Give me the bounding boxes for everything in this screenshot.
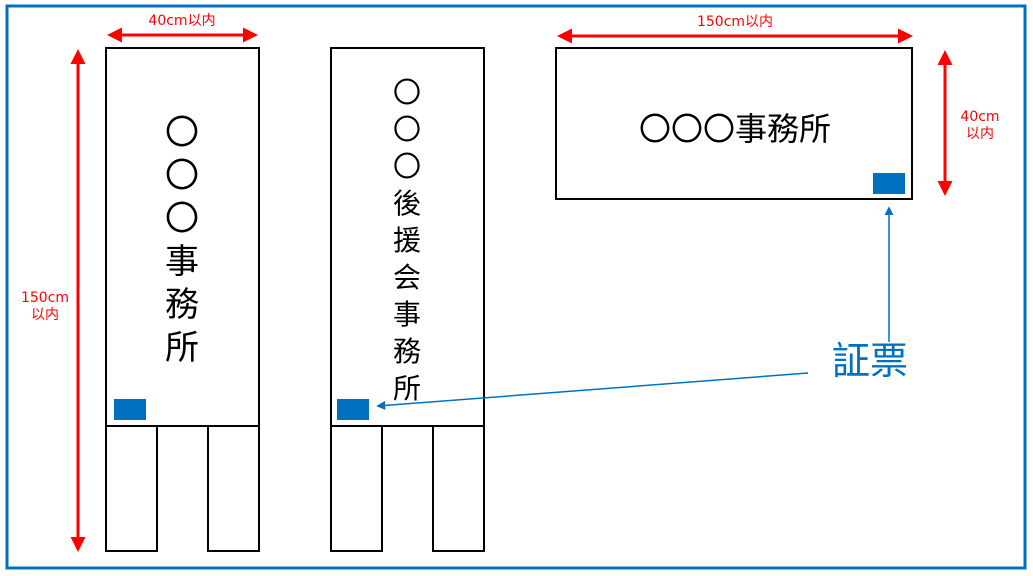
sign-character: 後 — [393, 187, 421, 220]
width-label: 40cm以内 — [148, 13, 215, 29]
outer-frame — [5, 4, 1027, 570]
sign-character: 事 — [393, 298, 421, 331]
sign-character: 会 — [393, 261, 421, 294]
sign-character: 〇 — [165, 199, 199, 239]
vertical-sign-office — [105, 47, 260, 552]
sign-character: 所 — [165, 328, 199, 368]
sign-character: 所 — [393, 372, 421, 405]
sign-character: 事 — [165, 242, 199, 282]
horizontal-sign — [555, 47, 913, 200]
certificate-badge — [873, 173, 905, 194]
vertical-sign-office-text: 〇〇〇事務所 — [165, 113, 199, 368]
height-label: 40cm — [960, 109, 999, 125]
certificate-badge — [114, 399, 146, 420]
sign-character: 〇 — [165, 156, 199, 196]
sign-character: 〇 — [393, 113, 421, 146]
callout-arrow — [376, 372, 809, 410]
sign-character: 務 — [165, 285, 199, 325]
vertical-sign-support — [330, 47, 485, 552]
sign-character: 〇 — [393, 76, 421, 109]
sign-character: 〇 — [393, 150, 421, 183]
height-label: 150cm — [21, 290, 69, 306]
width-label: 150cm以内 — [697, 14, 773, 30]
certificate-badge — [337, 399, 369, 420]
horizontal-sign-text: 〇〇〇事務所 — [639, 110, 831, 148]
sign-character: 〇 — [165, 113, 199, 153]
certificate-label: 証票 — [832, 339, 908, 383]
sign-character: 務 — [393, 335, 421, 368]
height-label-suffix: 以内 — [966, 126, 994, 142]
height-label-suffix: 以内 — [31, 307, 59, 323]
sign-character: 援 — [393, 224, 421, 257]
